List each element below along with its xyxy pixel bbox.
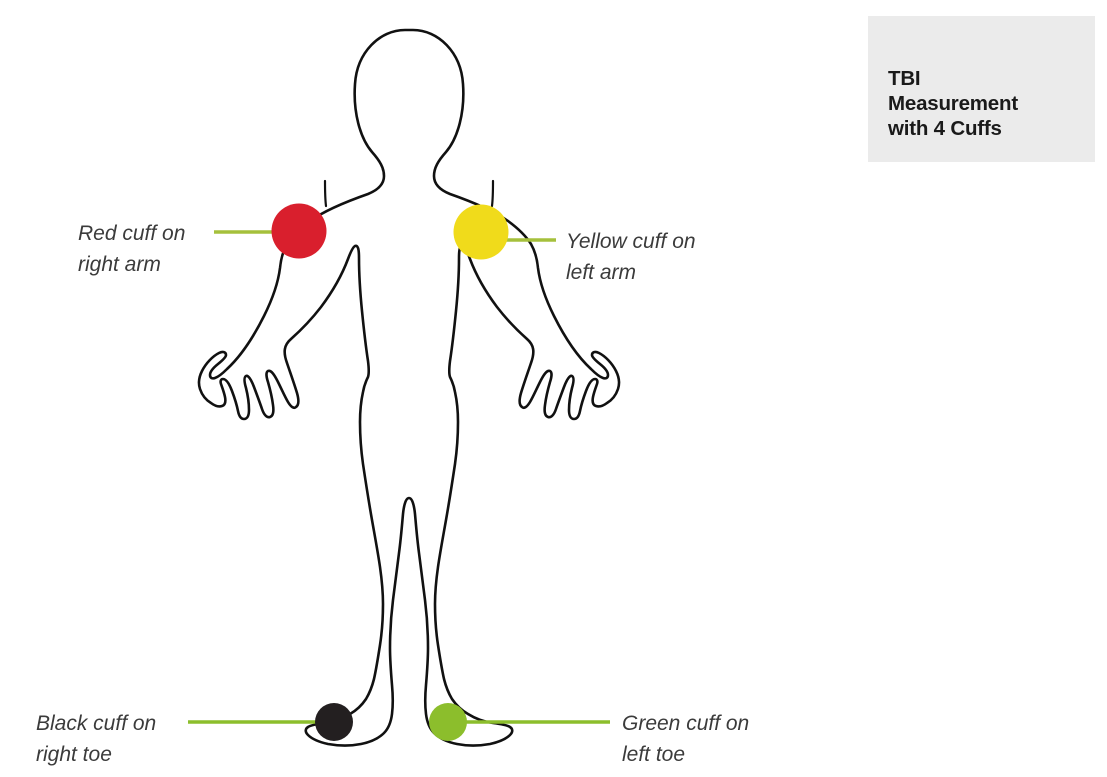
title-card-text: TBI Measurement with 4 Cuffs xyxy=(888,67,1018,140)
body-silhouette-path xyxy=(197,28,621,747)
callout-label-yellow-cuff: Yellow cuff on left arm xyxy=(566,230,696,284)
cuff-marker-red-right-arm[interactable] xyxy=(271,203,327,259)
cuff-marker-black-right-toe[interactable] xyxy=(315,703,353,741)
cuff-marker-green-left-toe[interactable] xyxy=(429,703,467,741)
callout-label-green-cuff: Green cuff on left toe xyxy=(622,712,750,766)
cuff-marker-yellow-left-arm[interactable] xyxy=(453,204,509,260)
callout-label-red-cuff: Red cuff on right arm xyxy=(78,222,186,276)
title-card: TBI Measurement with 4 Cuffs xyxy=(868,16,1095,162)
callout-label-black-cuff: Black cuff on right toe xyxy=(36,712,157,766)
